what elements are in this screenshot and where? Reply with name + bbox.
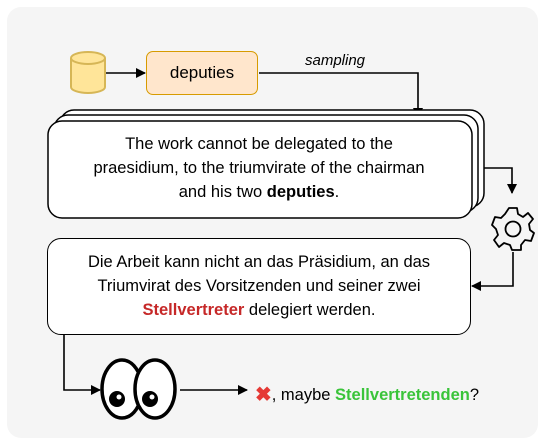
english-sentence: The work cannot be delegated to the prae… bbox=[48, 132, 470, 204]
cross-icon: ✖ bbox=[255, 384, 272, 406]
english-line-3-start: and his two bbox=[178, 183, 267, 201]
english-line-3: and his two deputies. bbox=[48, 180, 470, 204]
suggested-word: Stellvertretenden bbox=[335, 386, 470, 404]
english-line-3-end: . bbox=[334, 183, 340, 201]
arrow-gear-to-german bbox=[471, 252, 514, 291]
stack-card-front bbox=[47, 120, 473, 219]
gear-icon bbox=[491, 207, 535, 251]
sampling-label: sampling bbox=[305, 52, 366, 69]
english-line-1: The work cannot be delegated to the bbox=[125, 135, 393, 153]
german-translation-box bbox=[47, 238, 471, 335]
verdict-prefix: , maybe bbox=[271, 386, 336, 404]
german-line-2: Triumvirat des Vorsitzenden und seiner z… bbox=[97, 277, 421, 295]
sampling-arrow bbox=[259, 72, 423, 118]
arrow-german-to-eyes bbox=[63, 335, 101, 395]
english-keyword: deputies bbox=[266, 183, 335, 201]
source-word-label: deputies bbox=[169, 63, 235, 82]
german-sentence: Die Arbeit kann nicht an das Präsidium, … bbox=[47, 250, 471, 322]
german-line-3: Stellvertreter delegiert werden. bbox=[47, 298, 471, 322]
arrow-to-gear bbox=[484, 167, 517, 194]
english-line-2: praesidium, to the triumvirate of the ch… bbox=[93, 159, 425, 177]
verdict-suffix: ? bbox=[469, 386, 480, 404]
german-line-1: Die Arbeit kann nicht an das Präsidium, … bbox=[87, 253, 431, 271]
verdict: ✖, maybe Stellvertretenden? bbox=[255, 381, 479, 406]
eyes-icon bbox=[100, 358, 177, 420]
german-line-3-end: delegiert werden. bbox=[244, 301, 376, 319]
german-error-word: Stellvertreter bbox=[142, 301, 245, 319]
source-word-box: deputies bbox=[146, 51, 258, 95]
database-icon bbox=[70, 51, 106, 94]
